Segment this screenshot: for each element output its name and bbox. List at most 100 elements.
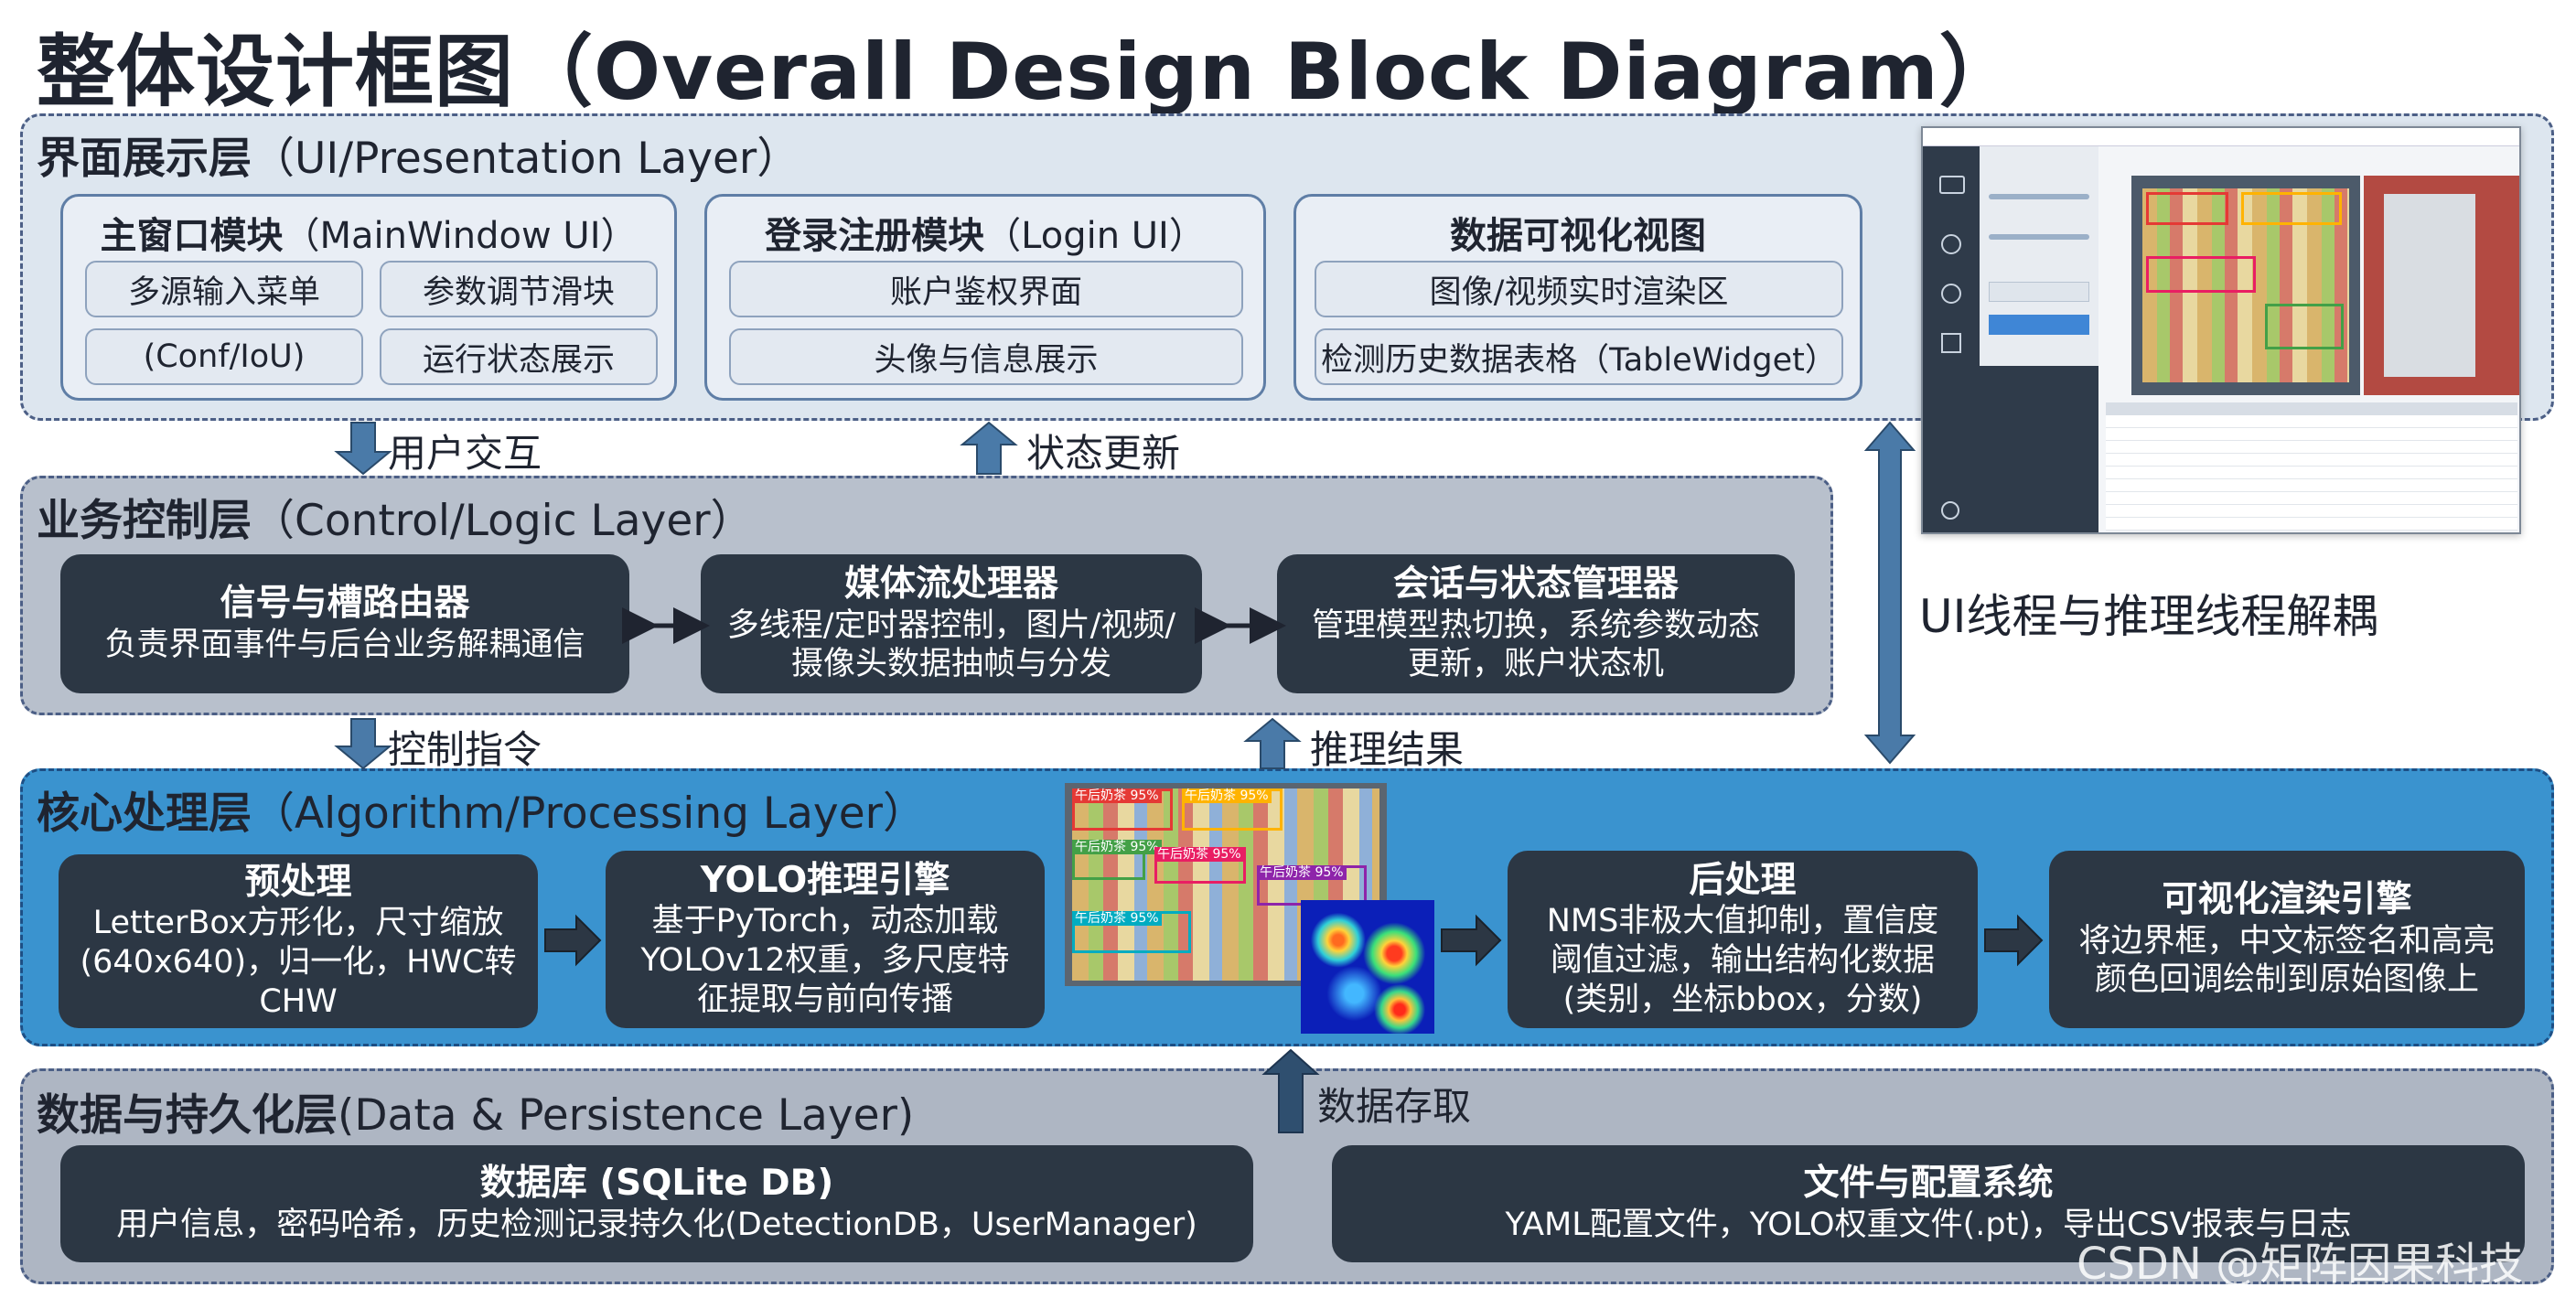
thumb-window <box>2384 194 2475 377</box>
login-module-title: 登录注册模块（Login UI） <box>707 206 1263 259</box>
attention-heatmap <box>1301 900 1434 1034</box>
session-state-manager-desc-1: 管理模型热切换，系统参数动态 <box>1311 606 1760 644</box>
yolo-engine-desc-3: 征提取与前向传播 <box>696 981 953 1018</box>
control-command-label: 控制指令 <box>388 727 542 772</box>
login-module: 登录注册模块（Login UI） 账户鉴权界面 头像与信息展示 <box>704 194 1266 401</box>
globe-icon <box>1941 234 1961 254</box>
yolo-engine-desc-1: 基于PyTorch，动态加载 <box>651 903 999 940</box>
preprocess-box: 预处理 LetterBox方形化，尺寸缩放 (640x640)，归一化，HWC转… <box>59 854 538 1028</box>
core-title-en: （Algorithm/Processing Layer） <box>252 788 926 839</box>
yolo-engine-title: YOLO推理引擎 <box>700 859 950 901</box>
data-title-en: (Data & Persistence Layer) <box>338 1090 915 1141</box>
run-status-display: 运行状态展示 <box>380 328 658 385</box>
inference-result-label: 推理结果 <box>1310 727 1465 772</box>
page-title: 整体设计框图（Overall Design Block Diagram） <box>37 27 2019 118</box>
data-title-zh: 数据与持久化层 <box>37 1090 338 1141</box>
thumb-control-panel <box>1980 146 2098 366</box>
file-config-desc: YAML配置文件，YOLO权重文件(.pt)，导出CSV报表与日志 <box>1505 1207 2352 1244</box>
session-state-manager-title: 会话与状态管理器 <box>1392 563 1679 605</box>
control-layer-title: 业务控制层（Control/Logic Layer） <box>37 485 754 548</box>
state-update-label: 状态更新 <box>1026 431 1181 476</box>
thumb-detection-box-1 <box>2146 192 2228 225</box>
detection-label: 午后奶茶 95% <box>1072 788 1162 803</box>
login-title-zh: 登录注册模块 <box>765 215 985 257</box>
viz-module-title: 数据可视化视图 <box>1296 206 1860 259</box>
control-title-en: （Control/Logic Layer） <box>252 496 754 546</box>
media-stream-processor-title: 媒体流处理器 <box>843 563 1058 605</box>
power-icon <box>1941 501 1959 520</box>
detection-box: 午后奶茶 95% <box>1072 840 1162 880</box>
thumb-slider-1 <box>1989 194 2089 199</box>
visual-render-engine: 可视化渲染引擎 将边界框，中文标签名和高亮 颜色回调绘制到原始图像上 <box>2049 851 2525 1028</box>
app-screenshot-thumbnail <box>1921 126 2521 534</box>
account-auth-ui: 账户鉴权界面 <box>729 261 1243 317</box>
yolo-engine-desc-2: YOLOv12权重，多尺度特 <box>640 942 1010 980</box>
ui-layer-title: 界面展示层（UI/Presentation Layer） <box>37 123 800 186</box>
media-stream-processor-desc-2: 摄像头数据抽帧与分发 <box>790 646 1111 683</box>
detection-box: 午后奶茶 95% <box>1072 911 1191 953</box>
viz-title-zh: 数据可视化视图 <box>1450 215 1706 257</box>
detection-overlay: 午后奶茶 95%午后奶茶 95%午后奶茶 95%午后奶茶 95%午后奶茶 95%… <box>1065 783 1387 986</box>
mainwindow-title-zh: 主窗口模块 <box>100 215 284 257</box>
preprocess-desc-2: (640x640)，归一化，HWC转 <box>80 944 517 982</box>
preprocess-desc-1: LetterBox方形化，尺寸缩放 <box>92 905 504 942</box>
thumb-vending-image <box>2131 176 2360 395</box>
core-title-zh: 核心处理层 <box>37 788 252 839</box>
postprocess-title: 后处理 <box>1689 859 1797 901</box>
detection-box: 午后奶茶 95% <box>1182 788 1283 831</box>
signal-slot-router-desc-1: 负责界面事件与后台业务解耦通信 <box>104 627 585 664</box>
thumb-button-2 <box>1989 315 2089 335</box>
file-config-title: 文件与配置系统 <box>1803 1163 2054 1205</box>
core-layer-title: 核心处理层（Algorithm/Processing Layer） <box>37 778 926 841</box>
avatar-info-display: 头像与信息展示 <box>729 328 1243 385</box>
arrow-state-update <box>960 421 1018 475</box>
signal-slot-router: 信号与槽路由器 负责界面事件与后台业务解耦通信 <box>60 554 629 693</box>
detection-label: 午后奶茶 95% <box>1072 840 1162 854</box>
postprocess-box: 后处理 NMS非极大值抑制，置信度 阈值过滤，输出结构化数据 (类别，坐标bbo… <box>1508 851 1978 1028</box>
thumb-table-header <box>2106 402 2517 415</box>
thumb-history-table <box>2106 402 2517 531</box>
postprocess-desc-2: 阈值过滤，输出结构化数据 <box>1550 942 1935 980</box>
detection-box: 午后奶茶 95% <box>1154 847 1246 884</box>
thumb-button-1 <box>1989 282 2089 302</box>
database-title: 数据库 (SQLite DB) <box>479 1163 834 1205</box>
detection-sample-image: 午后奶茶 95%午后奶茶 95%午后奶茶 95%午后奶茶 95%午后奶茶 95%… <box>1065 783 1387 986</box>
thumb-shelf-products <box>2142 188 2349 382</box>
ui-layer-title-en: （UI/Presentation Layer） <box>252 134 800 184</box>
thumb-detection-box-2 <box>2241 192 2342 225</box>
preprocess-title: 预处理 <box>244 861 352 903</box>
postprocess-desc-3: (类别，坐标bbox，分数) <box>1562 981 1923 1018</box>
ui-layer-title-zh: 界面展示层 <box>37 134 252 184</box>
thread-decouple-label: UI线程与推理线程解耦 <box>1919 590 2378 643</box>
mainwindow-title-en: （MainWindow UI） <box>283 215 638 257</box>
csdn-watermark: CSDN @矩阵因果科技 <box>2077 1239 2524 1290</box>
media-stream-processor-desc-1: 多线程/定时器控制，图片/视频/ <box>726 606 1176 644</box>
realtime-render-area: 图像/视频实时渲染区 <box>1315 261 1843 317</box>
user-interaction-label: 用户交互 <box>388 431 542 476</box>
arrow-thread-decouple <box>1863 421 1916 765</box>
arrow-control-command <box>334 718 392 770</box>
database-desc: 用户信息，密码哈希，历史检测记录持久化(DetectionDB，UserMana… <box>116 1207 1197 1244</box>
session-state-manager-desc-2: 更新，账户状态机 <box>1407 646 1664 683</box>
postprocess-desc-1: NMS非极大值抑制，置信度 <box>1546 903 1939 940</box>
preprocess-desc-3: CHW <box>259 982 338 1020</box>
sqlite-database-box: 数据库 (SQLite DB) 用户信息，密码哈希，历史检测记录持久化(Dete… <box>60 1145 1253 1262</box>
param-slider: 参数调节滑块 <box>380 261 658 317</box>
data-viz-module: 数据可视化视图 图像/视频实时渲染区 检测历史数据表格（TableWidget） <box>1293 194 1862 401</box>
conf-iou-label: (Conf/IoU) <box>85 328 363 385</box>
thumb-titlebar <box>1923 128 2519 146</box>
detection-label: 午后奶茶 95% <box>1072 911 1162 926</box>
mainwindow-module-title: 主窗口模块（MainWindow UI） <box>63 206 674 259</box>
thumb-detection-box-3 <box>2146 256 2256 293</box>
thumb-detection-box-4 <box>2265 304 2344 349</box>
yolo-inference-engine: YOLO推理引擎 基于PyTorch，动态加载 YOLOv12权重，多尺度特 征… <box>606 851 1045 1028</box>
media-stream-processor: 媒体流处理器 多线程/定时器控制，图片/视频/ 摄像头数据抽帧与分发 <box>701 554 1202 693</box>
login-title-en: （Login UI） <box>984 215 1206 257</box>
arrow-inference-result <box>1243 717 1302 769</box>
session-state-manager: 会话与状态管理器 管理模型热切换，系统参数动态 更新，账户状态机 <box>1277 554 1795 693</box>
history-table-widget: 检测历史数据表格（TableWidget） <box>1315 328 1843 385</box>
data-access-label: 数据存取 <box>1317 1084 1472 1129</box>
multi-source-input-menu: 多源输入菜单 <box>85 261 363 317</box>
signal-slot-router-title: 信号与槽路由器 <box>220 583 470 625</box>
thumb-red-panel <box>2364 176 2519 395</box>
